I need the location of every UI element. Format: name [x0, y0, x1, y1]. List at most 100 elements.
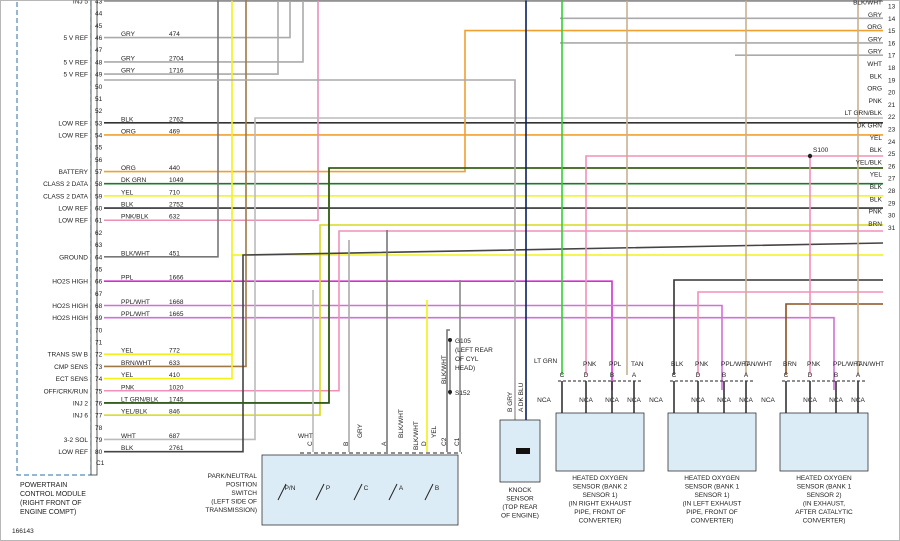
- o2-pin: A: [744, 372, 749, 379]
- right-pin-label: PNK: [869, 98, 883, 105]
- pcm-title-line: ENGINE COMPT): [20, 509, 76, 516]
- pcm-pin-label: 5 V REF: [63, 59, 88, 66]
- wire-pin-61: [104, 0, 319, 222]
- pcm-pin-label: GROUND: [59, 254, 88, 261]
- o2-pin: B: [834, 372, 838, 379]
- right-pin-number: 24: [888, 139, 896, 146]
- o2-nca: NCA: [649, 397, 663, 404]
- switch-wire-label: GRY: [357, 423, 364, 438]
- ground-desc: HEAD): [455, 365, 475, 372]
- ground-wire-label-a: BLK/WHT: [441, 355, 448, 384]
- pcm-pin-label: INJ 6: [73, 413, 89, 420]
- pcm-pin-label: CLASS 2 DATA: [43, 181, 89, 188]
- pcm-pin-number: 80: [95, 449, 103, 456]
- switch-name-line: PARK/NEUTRAL: [208, 473, 258, 480]
- right-pin-label: YEL: [870, 172, 883, 179]
- pcm-pin-number: 47: [95, 47, 103, 54]
- wire-circuit-label: 2704: [169, 55, 184, 62]
- pcm-pin-number: 43: [95, 0, 103, 6]
- knock-name-line: (TOP REAR: [502, 504, 537, 511]
- switch-pin: C1: [454, 437, 461, 446]
- pcm-pin-number: 50: [95, 84, 103, 91]
- wire-color-label: BLK: [121, 116, 134, 123]
- wire-pin-79: [104, 117, 883, 441]
- splice-s152-dot: [448, 390, 452, 394]
- o2-name-line: SENSOR (BANK 1: [797, 484, 852, 491]
- pcm-pin-label: LOW REF: [58, 206, 88, 213]
- ground-id: G105: [455, 338, 471, 345]
- wire-color-label: GRY: [121, 31, 136, 38]
- pcm-pin-number: 68: [95, 303, 103, 310]
- wire-pin-49: [104, 0, 279, 75]
- wire-circuit-label: 1049: [169, 177, 184, 184]
- switch-name-line: (LEFT SIDE OF: [211, 499, 257, 506]
- pcm-pin-number: 69: [95, 315, 103, 322]
- switch-name-line: SWITCH: [231, 490, 257, 497]
- ground-wire-label-b: BLK/WHT: [413, 421, 420, 450]
- wire-pin-73: [104, 0, 247, 368]
- right-pin-number: 16: [888, 40, 896, 47]
- pcm-pin-number: 45: [95, 23, 103, 30]
- switch-wire-label: YEL: [431, 425, 438, 438]
- right-pin-number: 20: [888, 90, 896, 97]
- pcm-pin-label: LOW REF: [58, 218, 88, 225]
- o2-pin: A: [632, 372, 637, 379]
- right-pin-label: BLK: [870, 196, 883, 203]
- wire-circuit-label: 451: [169, 250, 180, 257]
- right-pin-number: 23: [888, 127, 896, 134]
- pcm-pin-number: 78: [95, 425, 103, 432]
- o2-pin: C: [560, 372, 565, 379]
- right-pin-number: 19: [888, 77, 896, 84]
- o2-nca: NCA: [537, 397, 551, 404]
- o2-sensor-body: [779, 412, 869, 472]
- pcm-pin-number: 59: [95, 193, 103, 200]
- o2-wire-label: TAN/WHT: [743, 361, 772, 368]
- pcm-pin-number: 56: [95, 157, 103, 164]
- pcm-pin-number: 77: [95, 413, 103, 420]
- right-pin-label: LT GRN/BLK: [845, 110, 883, 117]
- pcm-pin-number: 72: [95, 352, 103, 359]
- wire-color-label: DK GRN: [121, 177, 147, 184]
- pcm-pin-number: 76: [95, 400, 103, 407]
- pcm-pin-label: LOW REF: [58, 132, 88, 139]
- pcm-pin-label: 5 V REF: [63, 35, 88, 42]
- wire-circuit-label: 1716: [169, 68, 184, 75]
- right-pin-label: YEL/BLK: [856, 159, 883, 166]
- wire-s2-blk: [673, 279, 883, 375]
- right-pin-number: 13: [888, 4, 896, 11]
- o2-name-line: CONVERTER): [803, 518, 846, 525]
- pcm-pin-number: 74: [95, 376, 103, 383]
- o2-wire-label: PNK: [807, 361, 821, 368]
- knock-name-line: OF ENGINE): [501, 513, 539, 520]
- right-pin-label: BLK: [870, 147, 883, 154]
- pcm-pin-label: LOW REF: [58, 449, 88, 456]
- wire-s3-brn: [785, 303, 883, 375]
- right-pin-number: 25: [888, 151, 896, 158]
- switch-position-label: C: [364, 485, 369, 492]
- o2-name-line: (IN RIGHT EXHAUST: [568, 501, 631, 508]
- wire-color-label: ORG: [121, 128, 136, 135]
- switch-position-label: B: [435, 485, 439, 492]
- o2-pin: D: [696, 372, 701, 379]
- knock-wire-label: A DK BLU: [518, 382, 525, 412]
- o2-name-line: PIPE, FRONT OF: [574, 509, 626, 516]
- pcm-pin-number: 79: [95, 437, 103, 444]
- wire-color-label: BLK/WHT: [121, 250, 150, 257]
- o2-pin: A: [856, 372, 861, 379]
- switch-name-line: POSITION: [226, 482, 257, 489]
- o2-pin: D: [808, 372, 813, 379]
- right-pin-number: 14: [888, 16, 896, 23]
- o2-name-line: HEATED OXYGEN: [796, 475, 852, 482]
- o2-name-line: HEATED OXYGEN: [572, 475, 628, 482]
- o2-name-line: CONVERTER): [579, 518, 622, 525]
- pcm-pin-label: HO2S HIGH: [52, 315, 88, 322]
- right-pin-label: ORG: [867, 86, 882, 93]
- wire-color-label: YEL: [121, 189, 134, 196]
- right-pin-number: 22: [888, 114, 896, 121]
- wire-circuit-label: 469: [169, 128, 180, 135]
- pcm-pin-number: 65: [95, 266, 103, 273]
- knock-name-line: SENSOR: [506, 496, 534, 503]
- pcm-pin-number: 71: [95, 340, 103, 347]
- pcm-pin-number: 44: [95, 11, 103, 18]
- o2-sensor-body: [667, 412, 757, 472]
